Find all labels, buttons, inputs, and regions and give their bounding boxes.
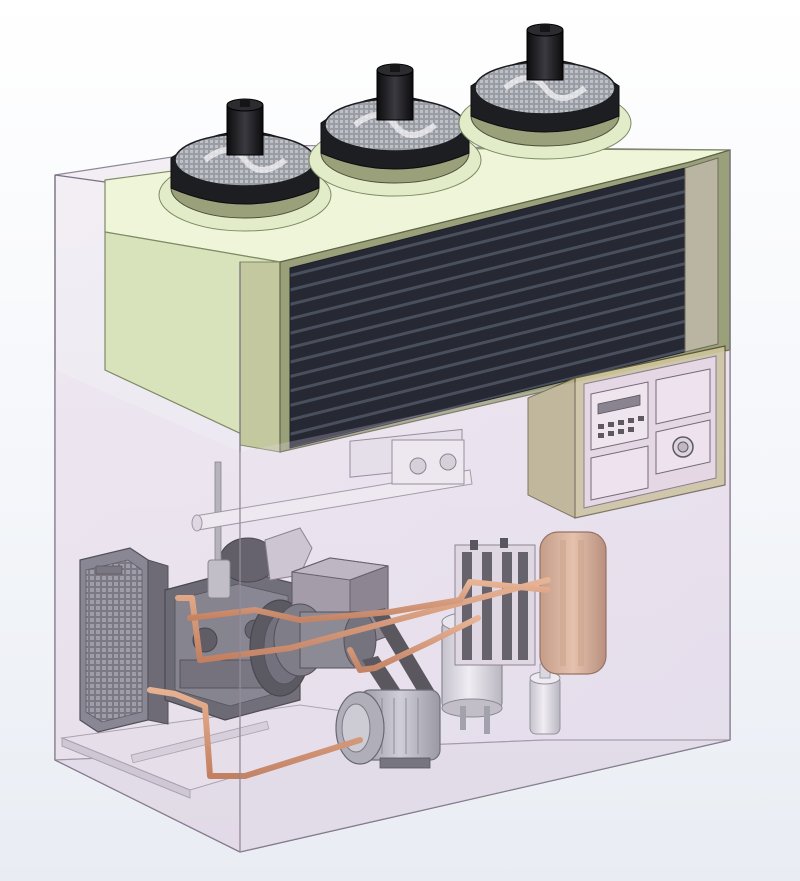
oil-separator xyxy=(529,663,561,735)
panel-blank-top-right xyxy=(655,368,711,425)
control-panel xyxy=(527,345,726,519)
support-rod xyxy=(191,469,473,532)
electric-motor xyxy=(335,689,441,769)
lcd-screen xyxy=(597,394,641,415)
enclosure-front-edges xyxy=(54,150,731,853)
enclosure-front-glass xyxy=(240,350,730,852)
refrigerant-piping xyxy=(147,577,551,779)
enclosure-left-glass xyxy=(55,370,240,852)
coil-header-block xyxy=(349,428,465,485)
panel-blank-bottom-left xyxy=(590,445,649,501)
condenser-fan-2 xyxy=(308,63,482,197)
condenser-fan-3 xyxy=(458,23,632,160)
plate-heat-exchanger xyxy=(539,531,607,675)
engine-radiator xyxy=(79,547,169,733)
condenser-fan-1 xyxy=(158,98,332,232)
equipment-base-frame xyxy=(60,704,421,799)
keypad xyxy=(598,416,644,438)
valve-manifold xyxy=(454,538,536,666)
